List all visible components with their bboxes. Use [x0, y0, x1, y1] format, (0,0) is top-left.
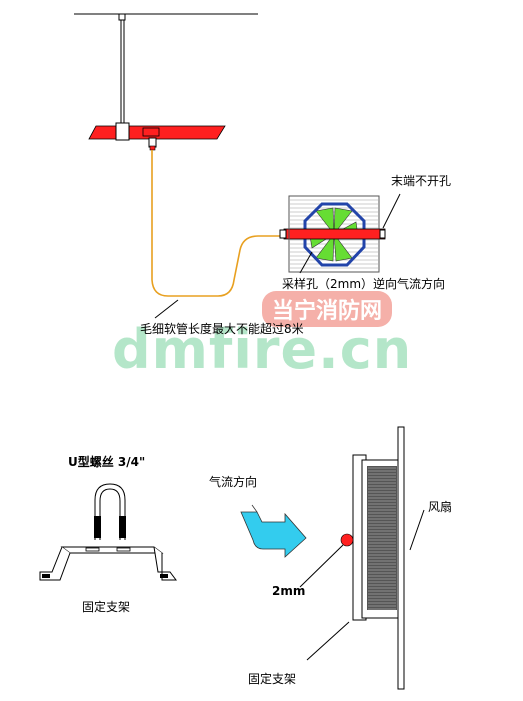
label-sampling-hole: 采样孔（2mm）逆向气流方向	[282, 277, 446, 291]
bracket-left	[39, 546, 177, 581]
red-sampling-pipe-duct	[283, 228, 386, 240]
leader-hole-size	[299, 544, 344, 588]
arrow-shadow	[251, 504, 258, 513]
label-bracket-left: 固定支架	[82, 600, 131, 614]
label-airflow-direction: 气流方向	[209, 475, 258, 489]
capillary-nozzle-tip	[149, 145, 156, 151]
label-bracket-right: 固定支架	[248, 672, 297, 686]
pipe-clamp	[115, 122, 130, 141]
pipe-end-cap	[379, 229, 386, 239]
airflow-arrow	[240, 511, 307, 558]
u-bolt	[94, 483, 126, 540]
fan-blade	[333, 207, 353, 235]
fan-unit	[340, 426, 405, 690]
duct-fan-assembly	[279, 195, 386, 273]
label-hole-size: 2mm	[272, 584, 306, 598]
fan-blade	[315, 233, 335, 262]
leader-capillary	[154, 299, 179, 319]
fan-blades	[309, 207, 359, 262]
fan-grille	[367, 466, 397, 610]
label-capillary-note: 毛细软管长度最大不能超过8米	[140, 322, 304, 336]
pipe-inlet-cap	[279, 229, 287, 239]
fan-grille-lines	[368, 467, 396, 610]
ceiling-assembly	[74, 13, 258, 151]
watermark-brand: 当宁消防网	[262, 291, 393, 327]
leader-bracket-right	[306, 621, 350, 661]
tee-fitting	[142, 127, 160, 137]
label-fan: 风扇	[428, 500, 453, 514]
label-end-no-hole: 末端不开孔	[391, 174, 452, 188]
capillary-hose	[151, 150, 283, 297]
fan-back-plate	[397, 426, 405, 690]
leader-end-no-hole	[382, 193, 401, 229]
leader-fan	[409, 509, 425, 551]
label-u-bolt: U型螺丝 3/4"	[68, 455, 146, 469]
sampling-hole-dot	[340, 533, 354, 547]
fan-blade	[315, 207, 335, 235]
capillary-nozzle	[148, 137, 157, 148]
leader-sampling-hole	[299, 251, 313, 274]
watermark-domain: dmfire.cn	[112, 318, 413, 381]
fan-blade	[333, 233, 353, 262]
ceiling-mount	[118, 13, 126, 21]
